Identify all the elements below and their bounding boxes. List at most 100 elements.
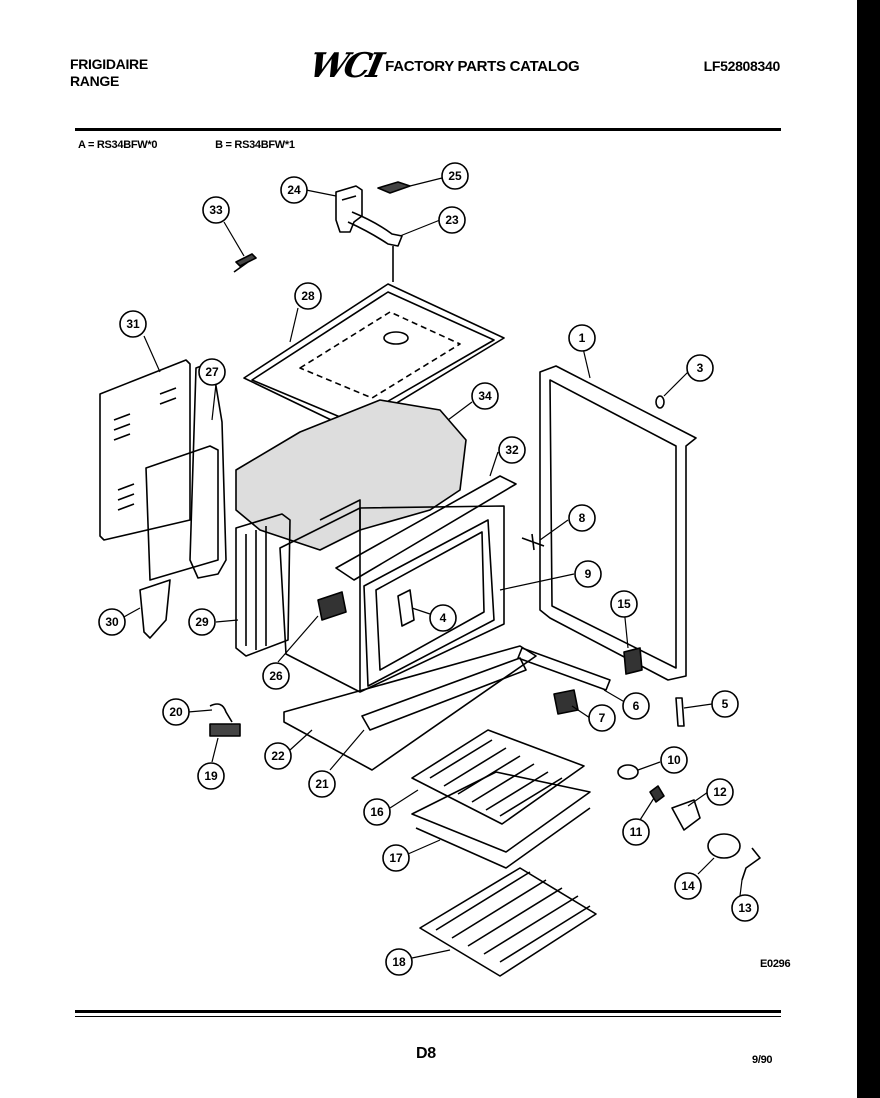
callout-17	[382, 844, 410, 872]
callout-label-10: 10	[667, 753, 681, 767]
part-28-top	[243, 283, 505, 431]
scan-edge-bar	[857, 0, 880, 1098]
part-20	[209, 703, 233, 723]
callout-label-21: 21	[315, 777, 329, 791]
publication-number: LF52808340	[703, 58, 781, 74]
part-6	[517, 647, 611, 691]
callout-18	[385, 948, 413, 976]
callout-label-13: 13	[738, 901, 752, 915]
callout-21	[308, 770, 336, 798]
callout-label-8: 8	[579, 511, 586, 525]
callout-12	[706, 778, 734, 806]
callout-4	[429, 604, 457, 632]
footer-rule	[75, 1010, 781, 1013]
footer-rule-thin	[75, 1016, 781, 1017]
callout-label-15: 15	[617, 597, 631, 611]
callout-19	[197, 762, 225, 790]
callout-32	[498, 436, 526, 464]
callout-label-12: 12	[713, 785, 727, 799]
part-4	[397, 589, 415, 627]
model-a: A = RS34BFW*0	[78, 139, 158, 151]
callout-label-14: 14	[681, 879, 695, 893]
callout-22	[264, 742, 292, 770]
part-19	[209, 723, 241, 737]
part-21	[361, 657, 527, 731]
callout-14	[674, 872, 702, 900]
part-8	[521, 533, 545, 551]
callout-label-33: 33	[209, 203, 223, 217]
callout-label-7: 7	[599, 711, 606, 725]
callout-label-29: 29	[195, 615, 209, 629]
callout-label-22: 22	[271, 749, 285, 763]
part-34	[235, 399, 467, 551]
part-18	[419, 867, 597, 977]
part-24	[335, 185, 363, 233]
callout-30	[98, 608, 126, 636]
callout-15	[610, 590, 638, 618]
part-22	[283, 645, 537, 771]
callout-label-32: 32	[505, 443, 519, 457]
page-number: D8	[416, 1045, 436, 1062]
callout-10	[660, 746, 688, 774]
callout-label-4: 4	[440, 611, 447, 625]
callout-label-25: 25	[448, 169, 462, 183]
callout-label-26: 26	[269, 669, 283, 683]
callout-label-30: 30	[105, 615, 119, 629]
callout-28	[294, 282, 322, 310]
callout-label-16: 16	[370, 805, 384, 819]
callout-23	[438, 206, 466, 234]
part-1	[539, 365, 697, 681]
part-12	[671, 799, 701, 831]
callout-label-19: 19	[204, 769, 218, 783]
callout-6	[622, 692, 650, 720]
catalog-title: FACTORY PARTS CATALOG	[385, 57, 580, 75]
catalog-header: WCI FACTORY PARTS CATALOG	[306, 46, 580, 86]
callout-11	[622, 818, 650, 846]
part-7	[553, 689, 579, 715]
part-13	[741, 847, 761, 881]
callout-25	[441, 162, 469, 190]
callout-label-6: 6	[633, 699, 640, 713]
part-31	[99, 359, 191, 541]
part-14	[707, 833, 741, 859]
callout-31	[119, 310, 147, 338]
diagram-code: E0296	[760, 958, 791, 970]
callout-9	[574, 560, 602, 588]
part-10	[617, 764, 639, 780]
callout-34	[471, 382, 499, 410]
part-16	[411, 729, 585, 825]
part-5	[675, 697, 685, 727]
part-11	[649, 785, 665, 803]
callout-16	[363, 798, 391, 826]
callout-label-20: 20	[169, 705, 183, 719]
callout-1	[568, 324, 596, 352]
callout-label-23: 23	[445, 213, 459, 227]
product-type: RANGE	[70, 73, 120, 89]
callout-label-5: 5	[722, 697, 729, 711]
callout-label-17: 17	[389, 851, 403, 865]
callout-24	[280, 176, 308, 204]
model-b: B = RS34BFW*1	[215, 139, 295, 151]
callout-33	[202, 196, 230, 224]
callout-13	[731, 894, 759, 922]
part-23	[347, 211, 403, 247]
callout-label-18: 18	[392, 955, 406, 969]
part-26	[317, 591, 347, 621]
part-30	[139, 579, 171, 639]
callout-5	[711, 690, 739, 718]
callout-29	[188, 608, 216, 636]
callout-27	[198, 358, 226, 386]
callout-label-9: 9	[585, 567, 592, 581]
callout-label-31: 31	[126, 317, 140, 331]
callout-26	[262, 662, 290, 690]
catalog-date: 9/90	[752, 1054, 773, 1066]
brand-name: FRIGIDAIRE	[70, 56, 148, 72]
callout-20	[162, 698, 190, 726]
callout-7	[588, 704, 616, 732]
callout-label-1: 1	[579, 331, 586, 345]
part-33	[233, 253, 257, 273]
callout-3	[686, 354, 714, 382]
callout-label-24: 24	[287, 183, 301, 197]
callout-label-11: 11	[630, 825, 643, 839]
